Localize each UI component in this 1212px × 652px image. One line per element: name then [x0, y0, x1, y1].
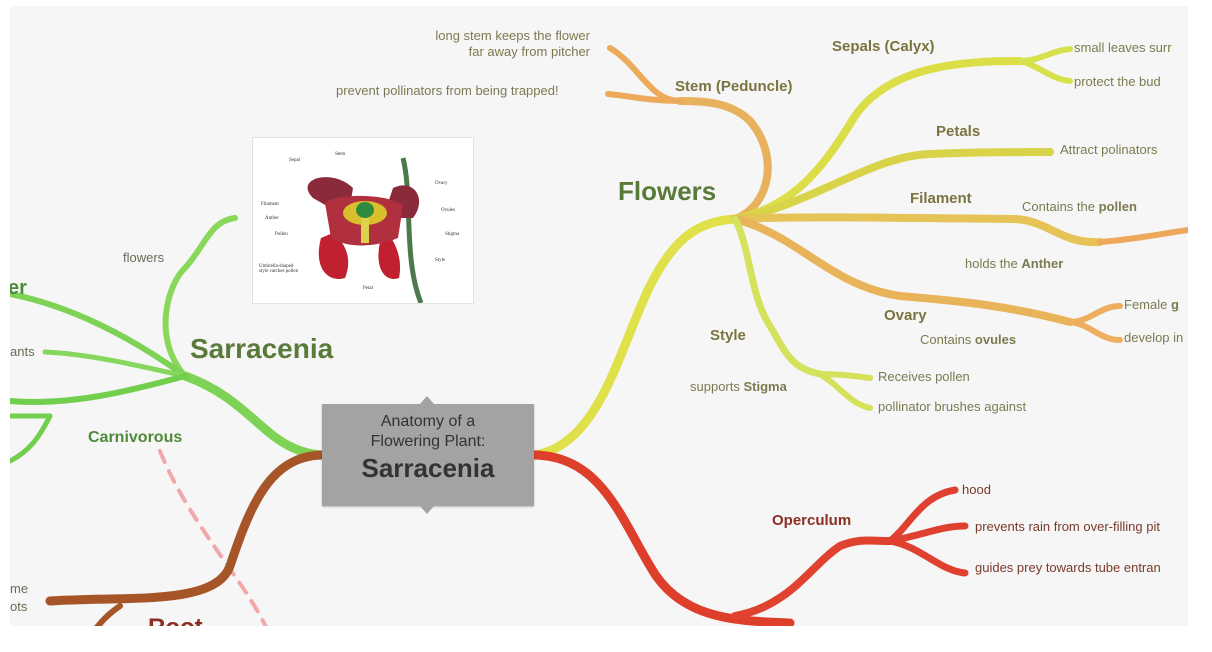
collapse-bottom-notch [420, 506, 434, 514]
topic-flowers[interactable]: Flowers [618, 176, 717, 206]
style-leaf-2[interactable]: pollinator brushes against [878, 399, 1027, 414]
anther-note-text: holds the [965, 256, 1022, 271]
flower-illustration [307, 157, 424, 304]
branch-er [10, 291, 188, 379]
operculum-leaf-3[interactable]: guides prey towards tube entran [975, 560, 1161, 575]
img-label-umbrella: Umbrella-shaped style catches pollen [259, 264, 299, 274]
topic-stem[interactable]: Stem (Peduncle) [675, 78, 793, 95]
style-note-bold: Stigma [743, 379, 787, 394]
central-line2: Flowering Plant: [370, 433, 486, 450]
img-label-anther: Anther [265, 216, 279, 221]
branch-ovary [731, 215, 1074, 326]
topic-sarracenia[interactable]: Sarracenia [190, 333, 334, 364]
mindmap-canvas[interactable]: Anatomy of a Flowering Plant: Sarracenia… [10, 6, 1188, 626]
img-label-stigma: Stigma [445, 232, 460, 237]
topic-carnivorous[interactable]: Carnivorous [88, 429, 183, 446]
style-note-text: supports [690, 379, 744, 394]
branch-sarracenia [180, 371, 327, 460]
filament-note-bold: pollen [1098, 199, 1137, 214]
topic-style[interactable]: Style [710, 327, 746, 344]
img-label-filament: Filament [261, 202, 279, 207]
topic-sepals[interactable]: Sepals (Calyx) [832, 38, 935, 55]
sepals-note-2[interactable]: protect the bud [1074, 74, 1161, 89]
topic-cut-ants[interactable]: ants [10, 344, 35, 359]
stem-note-1-line1[interactable]: long stem keeps the flower [435, 28, 590, 43]
branch-style [731, 215, 824, 378]
branch-flowers [529, 214, 740, 460]
branch-sepals-leaf1 [1017, 46, 1073, 64]
stem-note-1-line2[interactable]: far away from pitcher [468, 44, 590, 59]
topic-cut-er[interactable]: er [10, 277, 27, 299]
branch-root [45, 450, 327, 606]
central-line1: Anatomy of a [380, 413, 476, 430]
branch-root-b [94, 603, 123, 626]
bottom-strip [10, 626, 1188, 652]
topic-cut-ots[interactable]: ots [10, 599, 28, 614]
branch-pitcher [529, 450, 795, 626]
branch-flowers-left [162, 215, 238, 379]
topic-operculum[interactable]: Operculum [772, 512, 852, 529]
img-label-ovary: Ovary [435, 181, 448, 186]
branch-green-b [10, 413, 53, 464]
img-label-ovules: Ovules [441, 208, 456, 213]
img-label-petal: Petal [363, 286, 373, 291]
stem-note-2[interactable]: prevent pollinators from being trapped! [336, 83, 559, 98]
branch-filament-leaf [1097, 227, 1188, 245]
branch-operculum-leaf1 [886, 486, 959, 545]
branch-ovary-leaf2 [1067, 319, 1123, 343]
ovary-note-bold: ovules [974, 332, 1017, 347]
branch-sepals [731, 57, 1024, 223]
filament-note-text: Contains the [1022, 199, 1099, 214]
topic-flowers-left[interactable]: flowers [123, 250, 165, 265]
operculum-leaf-1[interactable]: hood [962, 482, 991, 497]
ovary-note-text: Contains [920, 332, 975, 347]
branch-stem [676, 97, 772, 223]
img-label-pollen: Pollen [275, 232, 288, 237]
sarracenia-flower-image[interactable]: Sepal Stem Filament Anther Pollen Umbrel… [252, 137, 474, 304]
collapse-top-notch [420, 396, 434, 404]
central-title: Sarracenia [361, 453, 495, 483]
branch-ants [42, 349, 188, 379]
branch-operculum [731, 536, 894, 620]
sepals-note-1[interactable]: small leaves surr [1074, 40, 1172, 55]
branch-green-a [10, 373, 188, 405]
branch-operculum-leaf3 [886, 537, 969, 577]
ovary-leaf-1[interactable]: Female g [1124, 297, 1179, 313]
topic-root[interactable]: Root [148, 614, 203, 626]
ovary-leaf-2[interactable]: develop in [1124, 330, 1184, 345]
petals-note[interactable]: Attract polinators [1060, 142, 1158, 157]
topic-ovary[interactable]: Ovary [884, 307, 927, 324]
ovary-leaf-1-text: Female [1124, 297, 1171, 312]
filament-note[interactable]: Contains the pollen [1022, 199, 1137, 215]
style-leaf-1[interactable]: Receives pollen [878, 369, 970, 384]
img-label-stem: Stem [335, 152, 346, 157]
img-label-sepal: Sepal [289, 158, 301, 163]
img-label-style: Style [435, 258, 446, 263]
branch-petals [731, 148, 1054, 223]
topic-filament[interactable]: Filament [910, 190, 972, 207]
branch-filament [731, 213, 1104, 247]
topic-cut-me[interactable]: me [10, 581, 29, 596]
style-note[interactable]: supports Stigma [690, 379, 787, 395]
anther-note[interactable]: holds the Anther [965, 256, 1063, 272]
central-topic[interactable]: Anatomy of a Flowering Plant: Sarracenia [322, 396, 534, 514]
branch-ovary-leaf1 [1067, 303, 1123, 325]
branch-sepals-leaf2 [1017, 58, 1073, 84]
branch-style-leaf2 [817, 371, 873, 411]
branch-lines [10, 45, 1188, 626]
ovary-note[interactable]: Contains ovules [920, 332, 1016, 348]
branch-stem-note2 [605, 91, 683, 104]
operculum-leaf-2[interactable]: prevents rain from over-filling pit [975, 519, 1160, 534]
dashed-connector [158, 449, 268, 626]
ovary-leaf-1-bold: g [1170, 297, 1179, 312]
anther-note-bold: Anther [1021, 256, 1064, 271]
topic-petals[interactable]: Petals [936, 123, 981, 140]
